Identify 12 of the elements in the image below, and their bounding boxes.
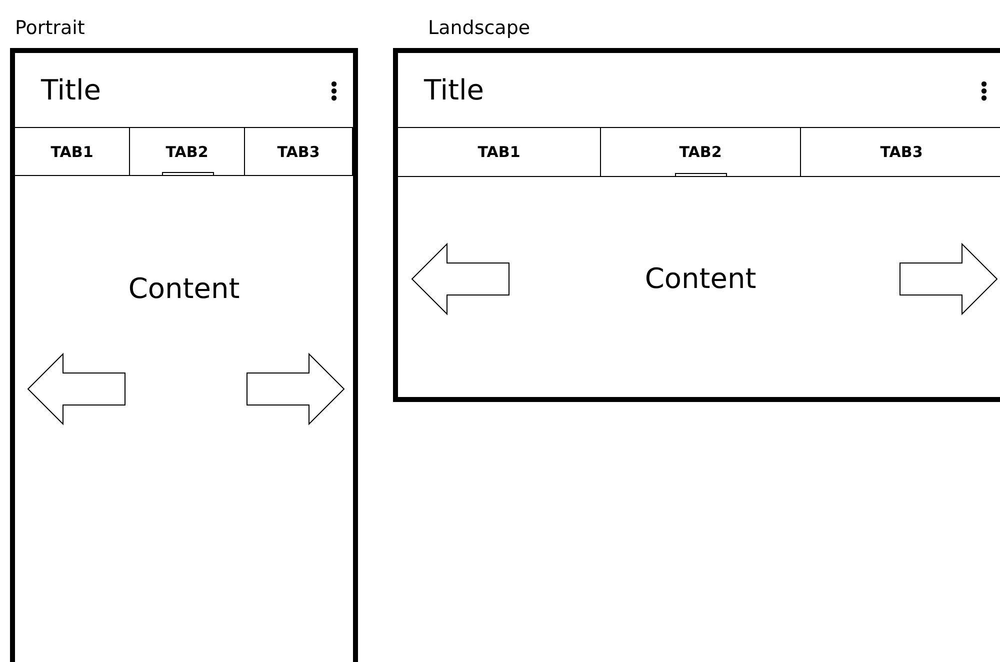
app-bar-title: Title bbox=[41, 74, 102, 106]
tab: TAB3 bbox=[801, 128, 1000, 177]
app-bar-title: Title bbox=[424, 74, 484, 106]
tab: TAB2 bbox=[601, 128, 801, 177]
content-area: Content bbox=[15, 253, 353, 323]
tab: TAB2 bbox=[130, 128, 245, 176]
tab: TAB1 bbox=[398, 128, 601, 177]
content-area: Content bbox=[398, 243, 1000, 313]
tab: TAB1 bbox=[15, 128, 130, 176]
tab: TAB3 bbox=[245, 128, 353, 176]
frame-heading: Portrait bbox=[15, 17, 85, 39]
frame-heading: Landscape bbox=[428, 17, 530, 39]
